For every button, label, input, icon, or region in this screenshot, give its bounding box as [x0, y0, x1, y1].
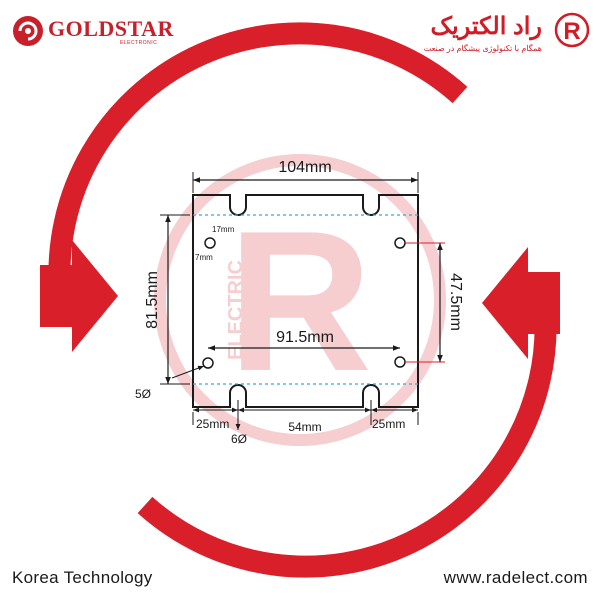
brand-subtitle: ELECTRONIC	[120, 40, 158, 46]
watermark-word: ELECTRIC	[225, 260, 247, 360]
mounting-hole-bottom-right	[394, 356, 406, 368]
inner-hole-spacing-label: 91.5mm	[276, 329, 334, 346]
footer-left-text: Korea Technology	[12, 568, 153, 587]
seller-name: راد الکتریک	[430, 13, 543, 40]
right-slot-offset-label: 25mm	[372, 417, 405, 431]
slot-spacing-label: 54mm	[288, 420, 321, 434]
red-cycle-arrows-graphic	[40, 22, 560, 578]
right-hole-spacing-label: 47.5mm	[447, 273, 464, 331]
hole-diameter-label: 5Ø	[135, 387, 151, 401]
mounting-hole-top-left	[204, 237, 216, 249]
hole-offset-top-label: 17mm	[212, 225, 235, 234]
seller-tagline: همگام با تکنولوژی پیشگام در صنعت	[423, 44, 542, 53]
slot-width-label: 6Ø	[231, 432, 247, 446]
hole-offset-side-label: 7mm	[195, 253, 213, 262]
footer-website-link[interactable]: www.radelect.com	[443, 568, 588, 587]
watermark-logo: R ELECTRIC	[154, 154, 446, 446]
right-arrowhead-icon	[482, 247, 560, 359]
mounting-hole-top-right	[394, 237, 406, 249]
mounting-hole-bottom-left	[202, 357, 214, 369]
watermark-letter: R	[228, 190, 372, 413]
left-height-label: 81.5mm	[144, 271, 161, 329]
brand-name: GOLDSTAR	[48, 16, 174, 41]
plate-outline	[192, 194, 419, 408]
seller-logo-icon: R	[554, 12, 590, 48]
left-slot-offset-label: 25mm	[196, 417, 229, 431]
svg-text:R: R	[563, 18, 580, 45]
left-arrowhead-icon	[40, 240, 118, 352]
top-width-label: 104mm	[278, 159, 331, 176]
goldstar-logo-icon	[13, 16, 43, 46]
